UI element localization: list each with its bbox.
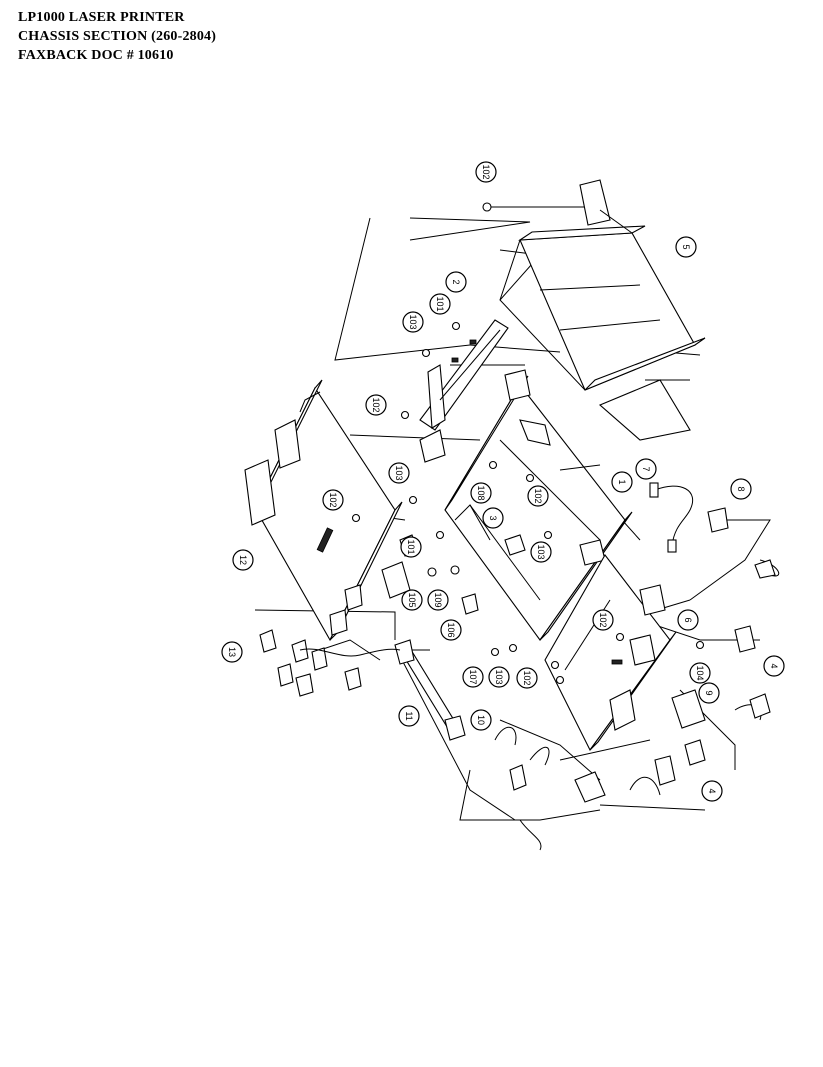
callout-1: 1 xyxy=(611,471,633,493)
callout-101: 101 xyxy=(429,293,451,315)
callout-13: 13 xyxy=(221,641,243,663)
callout-102: 102 xyxy=(475,161,497,183)
callout-103: 103 xyxy=(402,311,424,333)
svg-text:102: 102 xyxy=(481,164,491,179)
svg-text:103: 103 xyxy=(394,465,404,480)
callout-5: 5 xyxy=(675,236,697,258)
callout-6: 6 xyxy=(677,609,699,631)
header-doc-number: FAXBACK DOC # 10610 xyxy=(18,48,174,63)
part-6-lower-plate xyxy=(544,554,677,752)
svg-text:107: 107 xyxy=(468,669,478,684)
callout-2: 2 xyxy=(445,271,467,293)
svg-text:102: 102 xyxy=(371,397,381,412)
svg-text:4: 4 xyxy=(707,788,717,793)
svg-text:5: 5 xyxy=(681,244,691,249)
callout-102: 102 xyxy=(592,609,614,631)
callout-102: 102 xyxy=(365,394,387,416)
svg-text:9: 9 xyxy=(704,690,714,695)
callout-10: 10 xyxy=(470,709,492,731)
svg-text:12: 12 xyxy=(238,555,248,565)
callout-8: 8 xyxy=(730,478,752,500)
part-2-frame-bracket xyxy=(419,319,509,463)
svg-text:104: 104 xyxy=(695,665,705,680)
svg-text:2: 2 xyxy=(451,279,461,284)
document-header: LP1000 LASER PRINTER CHASSIS SECTION (26… xyxy=(18,8,216,65)
callout-101: 101 xyxy=(400,536,422,558)
callout-102: 102 xyxy=(527,485,549,507)
svg-text:108: 108 xyxy=(476,485,486,500)
svg-text:103: 103 xyxy=(494,669,504,684)
svg-text:101: 101 xyxy=(435,296,445,311)
callout-104: 104 xyxy=(689,662,711,684)
callout-4: 4 xyxy=(763,655,785,677)
svg-text:103: 103 xyxy=(536,544,546,559)
part-1-main-chassis xyxy=(444,369,633,641)
header-title: LP1000 LASER PRINTER xyxy=(18,10,185,25)
svg-text:8: 8 xyxy=(736,486,746,491)
svg-text:109: 109 xyxy=(433,592,443,607)
header-section: CHASSIS SECTION (260-2804) xyxy=(18,29,217,44)
svg-text:10: 10 xyxy=(476,715,486,725)
svg-text:101: 101 xyxy=(406,539,416,554)
svg-text:13: 13 xyxy=(227,647,237,657)
callout-12: 12 xyxy=(232,549,254,571)
part-5-top-cover xyxy=(499,179,706,441)
callout-102: 102 xyxy=(516,667,538,689)
svg-text:4: 4 xyxy=(769,663,779,668)
svg-text:11: 11 xyxy=(404,711,414,720)
svg-text:106: 106 xyxy=(446,622,456,637)
svg-text:102: 102 xyxy=(522,670,532,685)
svg-text:102: 102 xyxy=(328,492,338,507)
part-11-harness-bar xyxy=(394,639,466,741)
callout-103: 103 xyxy=(488,666,510,688)
callout-108: 108 xyxy=(470,482,492,504)
svg-text:102: 102 xyxy=(598,612,608,627)
part-12-board-cover xyxy=(244,379,403,642)
callout-109: 109 xyxy=(427,589,449,611)
callout-7: 7 xyxy=(635,458,657,480)
callout-11: 11 xyxy=(398,705,420,727)
svg-text:3: 3 xyxy=(488,515,498,520)
callout-102: 102 xyxy=(322,489,344,511)
callout-107: 107 xyxy=(462,666,484,688)
svg-text:7: 7 xyxy=(641,466,651,471)
svg-text:103: 103 xyxy=(408,314,418,329)
callout-106: 106 xyxy=(440,619,462,641)
connectors-and-hardware xyxy=(259,202,780,851)
svg-text:6: 6 xyxy=(683,617,693,622)
svg-text:105: 105 xyxy=(407,592,417,607)
svg-text:1: 1 xyxy=(617,479,627,484)
callout-4: 4 xyxy=(701,780,723,802)
callout-3: 3 xyxy=(482,507,504,529)
callout-103: 103 xyxy=(530,541,552,563)
svg-text:102: 102 xyxy=(533,488,543,503)
callout-9: 9 xyxy=(698,682,720,704)
callout-105: 105 xyxy=(401,589,423,611)
callout-103: 103 xyxy=(388,462,410,484)
